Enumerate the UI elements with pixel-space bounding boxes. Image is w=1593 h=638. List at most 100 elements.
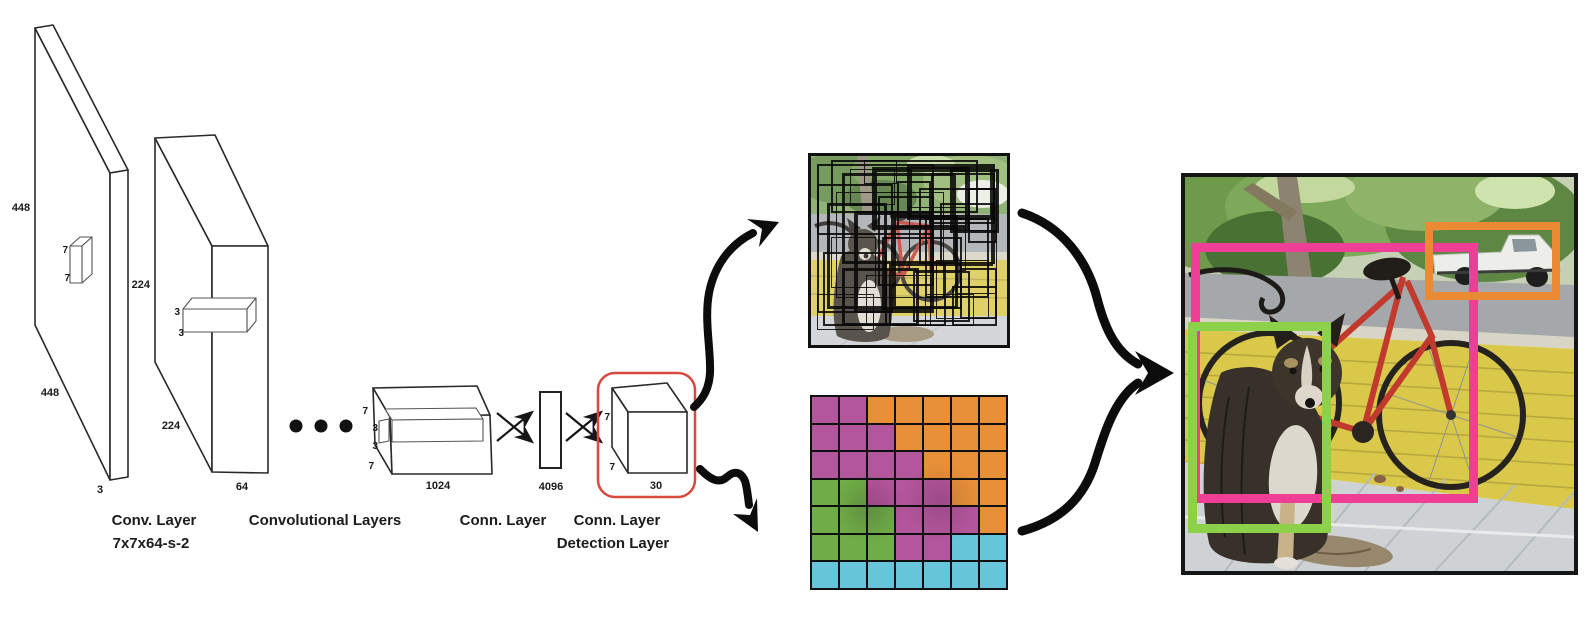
grid-cell <box>924 397 950 423</box>
label-out-7a: 7 <box>604 412 610 423</box>
detection-overlay <box>1185 177 1574 571</box>
grid-cell <box>840 479 866 506</box>
label-depth-3: 3 <box>97 484 103 496</box>
grid-cell <box>980 534 1006 561</box>
candidate-box <box>877 195 935 287</box>
caption-conv-stack: Convolutional Layers <box>249 512 402 529</box>
grid-cell <box>812 562 838 588</box>
foreground-handlebar <box>1188 267 1286 315</box>
candidate-box <box>956 229 998 294</box>
grid-cell <box>980 424 1006 451</box>
fc-box-4096: 4096 <box>539 391 563 493</box>
grid-cell <box>812 479 838 506</box>
candidate-box <box>940 203 994 266</box>
grid-cell <box>840 397 866 423</box>
merge-arrowhead <box>1135 351 1174 395</box>
output-cube-30: 7 7 30 <box>604 382 688 492</box>
fc-cross-arrows-2 <box>565 410 604 444</box>
grid-cell <box>868 452 894 478</box>
detection-box <box>1425 222 1560 300</box>
kernel-3x3 <box>182 297 257 333</box>
grid-cell <box>868 397 894 423</box>
grid-cell <box>896 534 922 561</box>
conv-box-1024: 7 3 3 7 1024 <box>362 385 493 492</box>
label-kernel-3a: 3 <box>174 307 180 318</box>
grid-cell <box>980 452 1006 478</box>
label-slice-3a: 3 <box>372 423 378 434</box>
grid-cell <box>896 397 922 423</box>
grid-cell <box>812 452 838 478</box>
grid-cell <box>840 424 866 451</box>
input-layer-448: 448 448 7 7 3 <box>12 24 129 496</box>
grid-cell <box>924 479 950 506</box>
grid-cell <box>896 507 922 533</box>
grid-cell <box>952 397 978 423</box>
fc-cross-arrows-1 <box>496 410 535 444</box>
grid-cell <box>980 562 1006 588</box>
grid-cell <box>868 534 894 561</box>
candidate-box <box>912 271 970 323</box>
grid-cell <box>840 562 866 588</box>
grid-cell <box>896 452 922 478</box>
arrow-boxes-to-final <box>1017 208 1143 369</box>
candidate-box <box>842 267 919 327</box>
grid-cell <box>868 562 894 588</box>
label-kernel-7a: 7 <box>62 245 68 256</box>
grid-cell <box>868 479 894 506</box>
grid-cell <box>952 507 978 533</box>
grid-cell <box>812 424 838 451</box>
label-depth-4096: 4096 <box>539 481 563 493</box>
caption-conv1-line1: Conv. Layer <box>112 512 197 529</box>
grid-cell <box>980 479 1006 506</box>
grid-cell <box>812 397 838 423</box>
conv-slice-3x3 <box>378 407 484 444</box>
label-7-top: 7 <box>362 406 368 417</box>
ellipsis-dots <box>289 419 353 433</box>
candidate-box <box>863 159 898 185</box>
grid-cell <box>924 534 950 561</box>
candidate-box <box>816 293 874 330</box>
grid-cell <box>980 507 1006 533</box>
candidate-boxes-image <box>808 153 1010 348</box>
candidate-box <box>850 169 896 206</box>
arrow-grid-to-final <box>1017 378 1143 536</box>
grid-cell <box>980 397 1006 423</box>
red-highlight-outline <box>596 371 697 499</box>
label-out-7b: 7 <box>609 462 615 473</box>
label-depth-1024: 1024 <box>426 480 451 492</box>
candidate-box <box>967 188 998 243</box>
grid-cell <box>840 507 866 533</box>
caption-conn2-line2: Detection Layer <box>557 535 670 552</box>
candidate-box <box>924 293 974 327</box>
grid-cell <box>840 452 866 478</box>
caption-conn1: Conn. Layer <box>460 512 547 529</box>
caption-conn2-line1: Conn. Layer <box>574 512 661 529</box>
class-probability-grid <box>810 395 1008 590</box>
label-224-left: 224 <box>132 279 151 291</box>
grid-cell <box>840 534 866 561</box>
arrow-to-grid <box>696 465 758 532</box>
grid-cell <box>952 479 978 506</box>
conv-layer-224: 224 224 3 3 64 <box>132 134 269 493</box>
grid-cell <box>812 507 838 533</box>
detection-box <box>1188 322 1331 533</box>
label-7-bottom: 7 <box>368 461 374 472</box>
final-detections-image <box>1181 173 1578 575</box>
candidate-box <box>881 237 962 310</box>
label-kernel-7b: 7 <box>64 273 70 284</box>
grid-cell <box>924 562 950 588</box>
candidate-box <box>924 218 990 298</box>
label-448-bottom: 448 <box>41 387 59 399</box>
grid-cell <box>896 562 922 588</box>
candidate-box <box>897 180 931 228</box>
grid-cell <box>812 534 838 561</box>
candidate-box-overlay <box>811 156 1007 345</box>
grid-cell <box>896 424 922 451</box>
grid-cell <box>924 507 950 533</box>
candidate-box <box>950 169 1000 234</box>
candidate-box <box>952 286 998 327</box>
kernel-7x7 <box>69 236 93 284</box>
label-224-bottom: 224 <box>162 420 181 432</box>
